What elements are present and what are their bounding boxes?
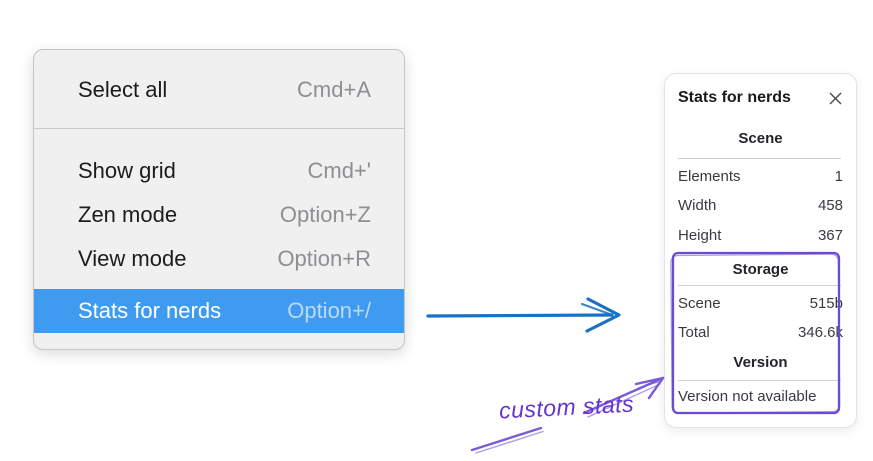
section-header-scene: Scene	[738, 130, 783, 147]
menu-item-shortcut: Option+R	[277, 246, 371, 271]
menu-item-shortcut: Cmd+'	[307, 158, 372, 183]
menu-item-show-grid[interactable]: Show grid Cmd+'	[34, 149, 404, 193]
menu-item-shortcut: Cmd+A	[297, 77, 371, 102]
menu-divider	[34, 128, 404, 129]
menu-item-zen-mode[interactable]: Zen mode Option+Z	[34, 193, 404, 237]
menu-item-label: Select all	[78, 77, 168, 102]
stat-value: 458	[817, 196, 843, 214]
stats-panel-title: Stats for nerds	[678, 89, 791, 106]
section-divider	[678, 158, 841, 159]
stats-panel-header: Stats for nerds	[678, 88, 843, 108]
stat-row-width: Width 458	[678, 191, 843, 219]
menu-item-select-all[interactable]: Select all Cmd+A	[34, 66, 404, 114]
menu-item-label: Stats for nerds	[78, 298, 222, 323]
stat-value: 515b	[809, 294, 843, 312]
stat-label: Height	[678, 226, 722, 244]
stat-value: 1	[834, 167, 843, 185]
menu-item-stats-for-nerds[interactable]: Stats for nerds Option+/	[34, 289, 404, 333]
section-divider	[678, 380, 841, 381]
section-header-version: Version	[733, 354, 788, 371]
stat-label: Elements	[678, 167, 741, 185]
stat-row-elements: Elements 1	[678, 163, 843, 189]
context-menu: Select all Cmd+A Show grid Cmd+' Zen mod…	[33, 49, 405, 350]
menu-item-shortcut: Option+Z	[279, 202, 371, 227]
stat-value: 346.6k	[797, 323, 843, 341]
menu-item-label: Show grid	[78, 158, 176, 183]
stat-row-storage-total: Total 346.6k	[678, 318, 843, 346]
blue-arrow	[426, 297, 621, 333]
menu-item-view-mode[interactable]: View mode Option+R	[34, 237, 404, 281]
menu-item-shortcut: Option+/	[287, 298, 371, 323]
custom-stats-annotation-label: custom stats	[498, 390, 635, 424]
stat-label: Width	[678, 196, 717, 214]
stats-panel: Stats for nerds Scene Elements 1 Width 4…	[664, 73, 857, 428]
version-status-text: Version not available	[678, 388, 817, 405]
stat-value: 367	[817, 226, 843, 244]
stat-row-storage-scene: Scene 515b	[678, 290, 843, 316]
stat-label: Scene	[678, 294, 721, 312]
close-icon[interactable]	[827, 90, 843, 106]
stat-label: Total	[678, 323, 710, 341]
menu-item-label: Zen mode	[78, 202, 178, 227]
menu-item-label: View mode	[78, 246, 187, 271]
stat-row-height: Height 367	[678, 221, 843, 249]
section-divider	[678, 285, 841, 286]
section-header-storage: Storage	[732, 261, 789, 278]
